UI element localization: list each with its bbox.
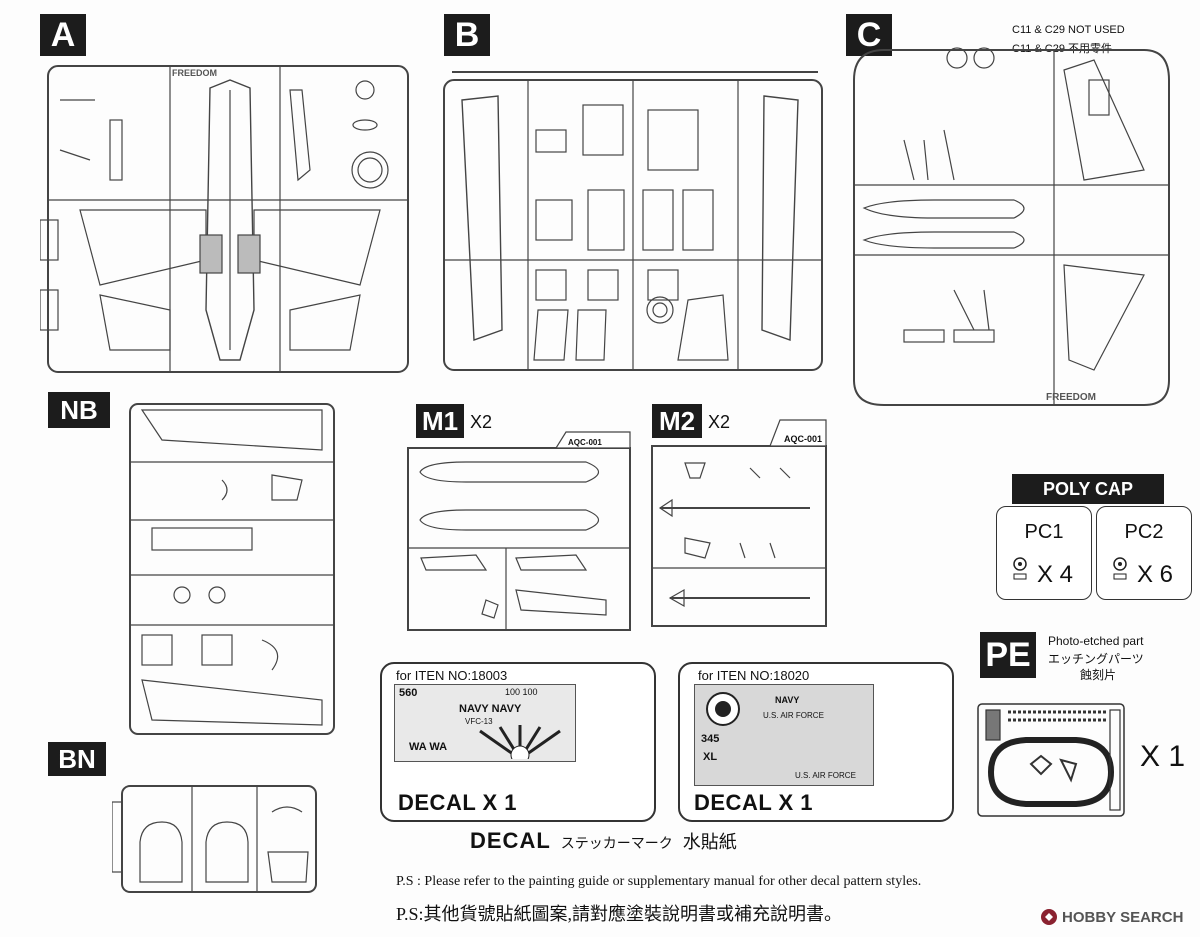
sprue-label-b: B xyxy=(444,14,490,56)
decal-1-mark-4: 100 100 xyxy=(505,687,538,697)
sprue-m2-qty: X2 xyxy=(708,412,731,432)
sunburst-decal xyxy=(479,725,561,759)
sprue-c-brand: FREEDOM xyxy=(1046,392,1096,403)
decal-title: DECAL ステッカーマーク 水貼紙 xyxy=(470,828,737,854)
sprue-label-bn: BN xyxy=(48,742,106,776)
poly-cap-icon xyxy=(1013,557,1027,580)
sprue-label-m2: M2 xyxy=(652,404,702,438)
pe-title-en: Photo-etched part xyxy=(1048,634,1144,648)
pc2-label: PC2 xyxy=(1124,521,1164,543)
sprue-c-note-en: C11 & C29 NOT USED xyxy=(1012,24,1125,36)
sprue-b xyxy=(438,60,828,380)
decal-2-mark-3: XL xyxy=(703,751,718,763)
emblem-decal xyxy=(706,692,740,726)
decal-1-mark-3: WA WA xyxy=(409,741,448,753)
decal-2-mark-4: U.S. AIR FORCE xyxy=(795,771,856,780)
pe-title-cn: 蝕刻片 xyxy=(1080,668,1117,682)
decal-2-caption: DECAL X 1 xyxy=(694,790,814,815)
decal-1-mark-0: 560 xyxy=(399,687,418,699)
pe-count: X 1 xyxy=(1140,740,1186,773)
sprue-nb xyxy=(122,400,342,740)
decal-1-item: for ITEN NO:18003 xyxy=(396,668,508,683)
decal-sheet-2: U.S. AIR FORCE NAVY 345 XL U.S. AIR FORC… xyxy=(694,684,874,786)
sprue-c xyxy=(844,40,1184,412)
sprue-m1-code: AQC-001 xyxy=(568,438,602,447)
decal-1-mark-2: VFC-13 xyxy=(465,717,493,726)
sprue-m2-code: AQC-001 xyxy=(784,434,823,444)
brand-name: FREEDOM xyxy=(172,68,217,78)
decal-2-mark-1: NAVY xyxy=(775,695,800,705)
pc2-count: X 6 xyxy=(1137,561,1174,588)
footnote-cn: P.S:其他貨號貼紙圖案,請對應塗裝說明書或補充說明書。 xyxy=(396,904,843,924)
pc1-count: X 4 xyxy=(1037,561,1074,588)
sprue-label-nb: NB xyxy=(48,392,110,428)
decal-1-mark-1: NAVY NAVY xyxy=(459,703,522,715)
decal-title-cn: 水貼紙 xyxy=(682,832,737,852)
pc1-label: PC1 xyxy=(1024,521,1064,543)
sprue-label-m1: M1 xyxy=(416,404,464,438)
sprue-label-a: A xyxy=(40,14,86,56)
decal-2-mark-2: 345 xyxy=(701,733,720,745)
poly-cap-pc2: PC2 X 6 xyxy=(1096,506,1192,600)
pe-fret xyxy=(976,702,1126,818)
pe-label: PE xyxy=(980,632,1036,678)
sprue-a xyxy=(40,60,420,380)
pe-title-jp: エッチングパーツ xyxy=(1048,652,1144,666)
sprue-a-brand: FREEDOM xyxy=(172,68,217,78)
decal-title-jp: ステッカーマーク xyxy=(560,835,673,851)
decal-sheet-1: 560 NAVY NAVY VFC-13 WA WA 100 100 xyxy=(394,684,576,762)
decal-title-en: DECAL xyxy=(470,828,551,853)
sprue-m1 xyxy=(406,430,632,632)
decal-2-mark-0: U.S. AIR FORCE xyxy=(763,711,824,720)
sprue-bn xyxy=(112,782,322,894)
poly-cap-pc1: PC1 X 4 xyxy=(996,506,1092,600)
poly-cap-title: POLY CAP xyxy=(1012,474,1164,504)
decal-2-item: for ITEN NO:18020 xyxy=(698,668,810,683)
watermark-logo-icon xyxy=(1041,909,1057,925)
decal-1-caption: DECAL X 1 xyxy=(398,790,518,815)
footnote-en: P.S : Please refer to the painting guide… xyxy=(396,874,922,889)
sprue-c-brand-name: FREEDOM xyxy=(1046,392,1096,403)
watermark-text: HOBBY SEARCH xyxy=(1062,908,1184,926)
watermark: HOBBY SEARCH xyxy=(1040,908,1183,926)
poly-cap-icon xyxy=(1113,557,1127,580)
sprue-m1-qty: X2 xyxy=(470,412,493,432)
sprue-m2 xyxy=(650,418,830,630)
